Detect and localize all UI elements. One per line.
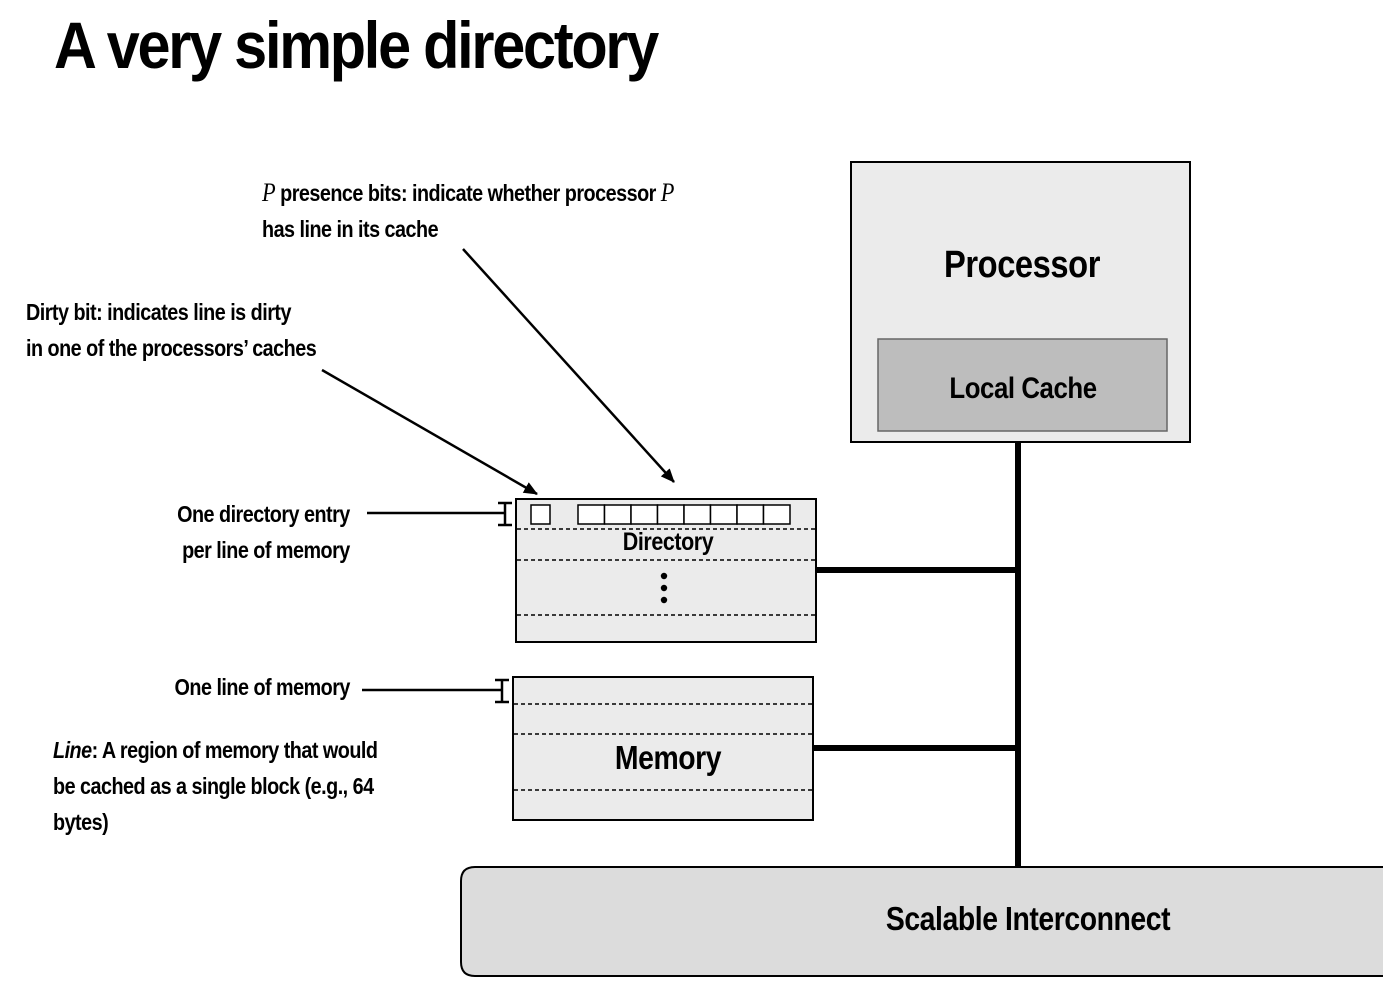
line-definition-line1: Line: A region of memory that would	[53, 732, 378, 768]
presence-bits-annotation-line2: has line in its cache	[262, 216, 439, 242]
local-cache-box	[877, 338, 1168, 432]
line-definition-annotation: Line: A region of memory that would be c…	[53, 732, 378, 840]
processor-variable: P	[660, 178, 675, 207]
directory-entry-annotation: One directory entry per line of memory	[177, 496, 350, 568]
line-definition-line3: bytes)	[53, 809, 109, 835]
dirty-bit-box	[530, 504, 551, 525]
ellipsis-dot	[660, 584, 668, 592]
ellipsis-dot	[660, 596, 668, 604]
dirty-bit-annotation-line2: in one of the processors’ caches	[26, 335, 317, 361]
directory-label: Directory	[622, 528, 714, 556]
line-definition-line2: be cached as a single block (e.g., 64	[53, 773, 374, 799]
presence-bit-cell	[577, 504, 606, 525]
processor-label: Processor	[944, 244, 1100, 286]
memory-line-annotation: One line of memory	[174, 669, 351, 705]
presence-bit-cell	[603, 504, 632, 525]
local-cache-label: Local Cache	[949, 372, 1097, 405]
slide-title: A very simple directory	[54, 8, 659, 82]
directory-entry-annotation-line2: per line of memory	[182, 537, 350, 563]
ellipsis-dot	[660, 572, 668, 580]
presence-bit-cell	[709, 504, 738, 525]
dirty-bit-arrow	[321, 368, 538, 496]
presence-bit-cell	[683, 504, 712, 525]
line-definition-line1-rest: : A region of memory that would	[91, 737, 378, 763]
presence-bits-arrow	[462, 248, 675, 483]
presence-bits-annotation-line1: P presence bits: indicate whether proces…	[262, 175, 674, 211]
dirty-bit-annotation-line1: Dirty bit: indicates line is dirty	[26, 299, 291, 325]
dirty-bit-annotation: Dirty bit: indicates line is dirty in on…	[26, 294, 317, 366]
interconnect-label: Scalable Interconnect	[885, 900, 1171, 937]
memory-box	[512, 676, 814, 821]
interconnect-bar	[460, 866, 1383, 977]
processor-variable: P	[262, 178, 276, 207]
presence-bit-cell	[630, 504, 659, 525]
directory-entry-annotation-line1: One directory entry	[177, 501, 350, 527]
presence-bits-group	[577, 504, 791, 525]
presence-bit-cell	[736, 504, 765, 525]
presence-bit-cell	[762, 504, 791, 525]
presence-bits-text: presence bits: indicate whether processo…	[280, 180, 656, 206]
line-term: Line	[53, 737, 92, 763]
presence-bit-cell	[656, 504, 685, 525]
presence-bits-annotation: P presence bits: indicate whether proces…	[262, 175, 674, 247]
memory-label: Memory	[614, 739, 722, 776]
memory-line-annotation-text: One line of memory	[174, 674, 351, 700]
